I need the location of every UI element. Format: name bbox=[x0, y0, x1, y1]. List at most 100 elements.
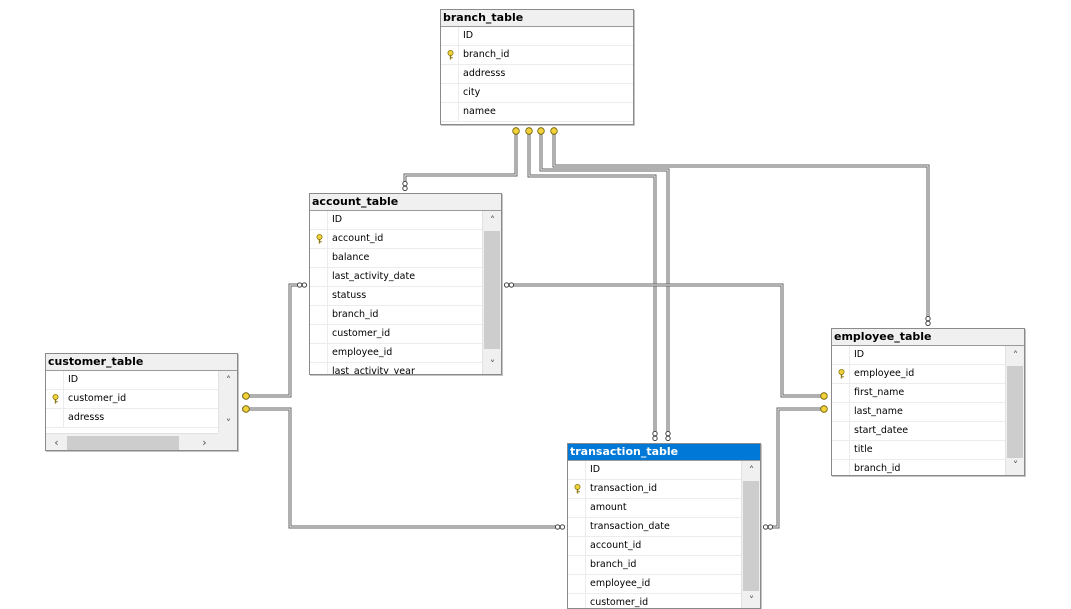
column-row[interactable]: customer_id bbox=[46, 390, 218, 409]
rel-transaction-employee[interactable] bbox=[762, 405, 828, 530]
key-icon bbox=[537, 127, 545, 135]
column-row[interactable]: first_name bbox=[832, 384, 1005, 403]
chevron-left-icon[interactable]: ‹ bbox=[54, 436, 59, 449]
column-row[interactable]: adresss bbox=[46, 409, 218, 428]
row-selector bbox=[310, 211, 328, 229]
column-row[interactable]: branch_id bbox=[568, 556, 741, 575]
chevron-up-icon[interactable]: ˄ bbox=[489, 214, 496, 227]
column-name: adresss bbox=[68, 412, 105, 423]
column-row[interactable]: employee_id bbox=[310, 344, 482, 363]
column-name: start_datee bbox=[854, 425, 909, 436]
column-row[interactable]: amount bbox=[568, 499, 741, 518]
column-row[interactable]: transaction_date bbox=[568, 518, 741, 537]
primary-key-icon bbox=[568, 480, 586, 498]
row-selector bbox=[568, 594, 586, 608]
chevron-right-icon[interactable]: › bbox=[202, 436, 207, 449]
chevron-down-icon[interactable]: ˅ bbox=[748, 594, 755, 607]
table-title[interactable]: customer_table bbox=[46, 354, 237, 371]
chevron-up-icon[interactable]: ˄ bbox=[748, 464, 755, 477]
table-title[interactable]: transaction_table bbox=[568, 444, 760, 461]
row-selector bbox=[441, 84, 459, 102]
column-name: last_activity_year bbox=[332, 366, 415, 374]
column-row[interactable]: title bbox=[832, 441, 1005, 460]
infinity-icon bbox=[652, 430, 658, 442]
chevron-down-icon[interactable]: ˅ bbox=[489, 358, 496, 371]
table-title[interactable]: account_table bbox=[310, 194, 501, 211]
column-name: employee_id bbox=[590, 578, 651, 589]
key-icon bbox=[512, 127, 520, 135]
scroll-thumb[interactable] bbox=[1007, 366, 1023, 458]
column-row[interactable]: employee_id bbox=[568, 575, 741, 594]
column-row[interactable]: customer_id bbox=[568, 594, 741, 608]
row-selector bbox=[310, 325, 328, 343]
rel-account-customer[interactable] bbox=[242, 282, 308, 400]
column-name: transaction_date bbox=[590, 521, 670, 532]
chevron-up-icon[interactable]: ˄ bbox=[225, 374, 232, 387]
row-selector bbox=[310, 268, 328, 286]
rel-transaction-customer[interactable] bbox=[242, 405, 566, 530]
primary-key-icon bbox=[46, 390, 64, 408]
column-row[interactable]: branch_id bbox=[441, 46, 633, 65]
scroll-thumb[interactable] bbox=[743, 481, 759, 591]
column-row[interactable]: account_id bbox=[568, 537, 741, 556]
column-row[interactable]: ID bbox=[46, 371, 218, 390]
row-selector bbox=[310, 287, 328, 305]
chevron-down-icon[interactable]: ˅ bbox=[1012, 459, 1019, 472]
chevron-down-icon[interactable]: ˅ bbox=[225, 417, 232, 430]
column-name: customer_id bbox=[332, 328, 391, 339]
column-name: first_name bbox=[854, 387, 905, 398]
column-row[interactable]: customer_id bbox=[310, 325, 482, 344]
column-row[interactable]: addresss bbox=[441, 65, 633, 84]
column-row[interactable]: balance bbox=[310, 249, 482, 268]
column-row[interactable]: city bbox=[441, 84, 633, 103]
chevron-up-icon[interactable]: ˄ bbox=[1012, 349, 1019, 362]
vertical-scrollbar[interactable]: ˄ ˅ bbox=[1005, 346, 1024, 475]
column-row[interactable]: ID bbox=[310, 211, 482, 230]
rel-transaction-branch-1[interactable] bbox=[525, 127, 658, 442]
rel-employee-branch[interactable] bbox=[550, 127, 931, 327]
column-row[interactable]: ID bbox=[568, 461, 741, 480]
column-row[interactable]: ID bbox=[832, 346, 1005, 365]
key-icon bbox=[820, 392, 828, 400]
column-row[interactable]: employee_id bbox=[832, 365, 1005, 384]
vertical-scrollbar[interactable]: ˄ ˅ bbox=[218, 371, 237, 433]
column-row[interactable]: ID bbox=[441, 27, 633, 46]
row-selector bbox=[568, 461, 586, 479]
column-row[interactable]: last_activity_year bbox=[310, 363, 482, 374]
column-row[interactable]: namee bbox=[441, 103, 633, 122]
column-row[interactable]: transaction_id bbox=[568, 480, 741, 499]
column-row[interactable]: last_activity_date bbox=[310, 268, 482, 287]
rel-account-branch[interactable] bbox=[402, 127, 520, 192]
table-title[interactable]: employee_table bbox=[832, 329, 1024, 346]
scroll-thumb[interactable] bbox=[67, 436, 179, 450]
column-row[interactable]: branch_id bbox=[310, 306, 482, 325]
rel-account-employee[interactable] bbox=[503, 282, 828, 400]
column-row[interactable]: account_id bbox=[310, 230, 482, 249]
vertical-scrollbar[interactable]: ˄ ˅ bbox=[741, 461, 760, 608]
column-row[interactable]: branch_id bbox=[832, 460, 1005, 475]
vertical-scrollbar[interactable]: ˄ ˅ bbox=[482, 211, 501, 374]
horizontal-scrollbar[interactable]: ‹ › bbox=[46, 433, 218, 450]
row-selector bbox=[568, 537, 586, 555]
infinity-icon bbox=[296, 282, 308, 288]
scroll-thumb[interactable] bbox=[484, 231, 500, 349]
column-row[interactable]: statuss bbox=[310, 287, 482, 306]
row-selector bbox=[46, 371, 64, 389]
rel-transaction-branch-2[interactable] bbox=[537, 127, 671, 442]
column-row[interactable]: start_datee bbox=[832, 422, 1005, 441]
key-icon bbox=[550, 127, 558, 135]
column-name: account_id bbox=[332, 233, 384, 244]
infinity-icon bbox=[554, 524, 566, 530]
column-row[interactable]: last_name bbox=[832, 403, 1005, 422]
column-name: ID bbox=[332, 214, 343, 225]
column-name: customer_id bbox=[590, 597, 649, 608]
table-title[interactable]: branch_table bbox=[441, 10, 633, 27]
